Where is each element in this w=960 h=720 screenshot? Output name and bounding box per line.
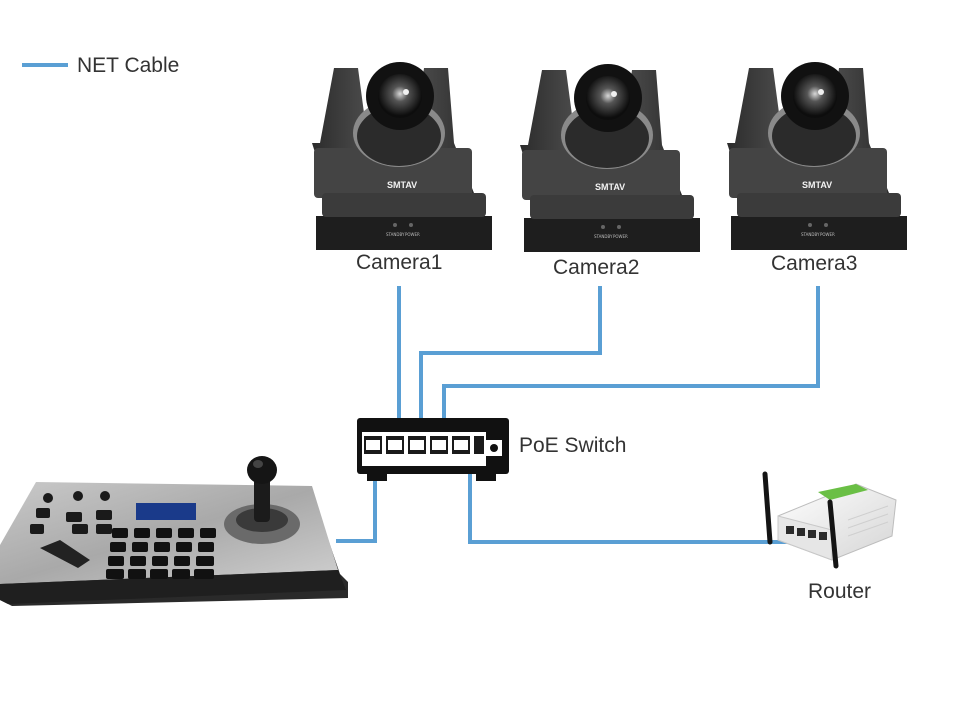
ptz-controller [0, 456, 348, 606]
legend: NET Cable [22, 54, 179, 77]
camera-1-label: Camera1 [356, 251, 442, 274]
camera-led-standby: STANDBY [386, 232, 405, 237]
poe-switch [357, 418, 509, 481]
camera-3-label: Camera3 [771, 252, 857, 275]
camera-2-label: Camera2 [553, 256, 639, 279]
cable-router [468, 450, 808, 544]
camera-1: SMTAV STANDBY POWER [312, 62, 492, 250]
net-cables [336, 286, 820, 544]
ptz-keyboard-controller-icon [0, 456, 348, 606]
camera-led-power: POWER [613, 234, 628, 239]
camera-led-power: POWER [405, 232, 420, 237]
camera-3: SMTAV STANDBY POWER [727, 62, 907, 250]
ptz-camera-icon [727, 62, 907, 250]
cable-camera2 [419, 286, 602, 450]
camera-brand: SMTAV [802, 180, 832, 190]
poe-switch-label: PoE Switch [519, 434, 626, 457]
ptz-camera-icon [520, 64, 700, 252]
camera-led-standby: STANDBY [594, 234, 613, 239]
router [762, 471, 897, 569]
wifi-router-icon [762, 471, 897, 569]
camera-led-standby: STANDBY [801, 232, 820, 237]
camera-brand: SMTAV [595, 182, 625, 192]
camera-2: SMTAV STANDBY POWER [520, 64, 700, 252]
router-label: Router [808, 580, 871, 603]
network-switch-icon [357, 418, 509, 481]
camera-brand: SMTAV [387, 180, 417, 190]
camera-led-power: POWER [820, 232, 835, 237]
legend-label: NET Cable [77, 54, 179, 77]
ptz-camera-icon [312, 62, 492, 250]
